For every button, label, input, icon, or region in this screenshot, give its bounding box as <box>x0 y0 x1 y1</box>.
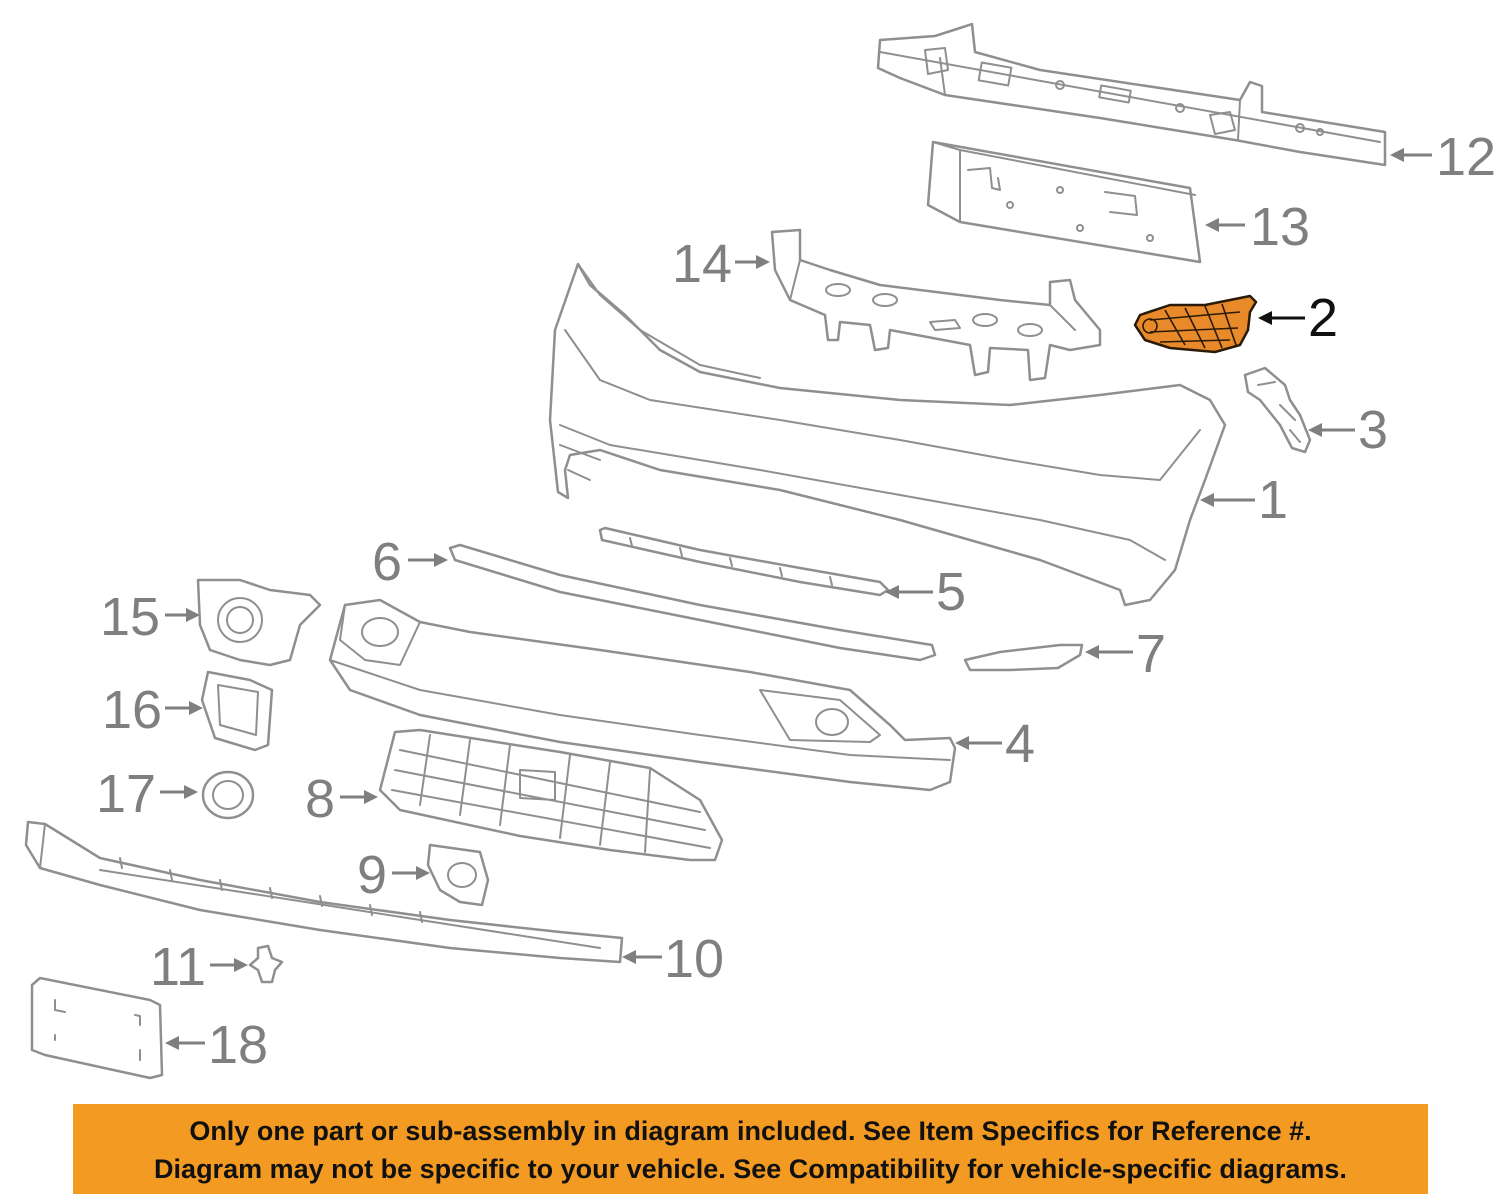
part-11-clip <box>248 944 284 984</box>
callout-numbers: 1 2 3 4 5 6 7 8 9 10 11 12 13 14 15 16 1… <box>96 127 1496 1075</box>
callout-4: 4 <box>1005 714 1035 774</box>
part-7-trim <box>963 643 1084 672</box>
callout-14: 14 <box>672 234 732 294</box>
part-17-ring <box>201 770 255 820</box>
part-9-fog-cover <box>426 843 490 907</box>
part-5-upper-strip <box>598 526 890 597</box>
notice-line-1: Only one part or sub-assembly in diagram… <box>189 1116 1312 1146</box>
part-12-reinforcement-bar <box>876 22 1387 167</box>
part-15-fog-bezel <box>196 578 322 667</box>
callout-12: 12 <box>1436 127 1496 187</box>
part-18-plate-bracket <box>30 976 164 1080</box>
callout-17: 17 <box>96 764 156 824</box>
callout-10: 10 <box>664 929 724 989</box>
parts-diagram: 1 2 3 4 5 6 7 8 9 10 11 12 13 14 15 16 1… <box>24 22 1496 1080</box>
callout-2-selected: 2 <box>1308 288 1338 348</box>
callout-5: 5 <box>936 562 966 622</box>
callout-3: 3 <box>1358 400 1388 460</box>
callout-6: 6 <box>372 532 402 592</box>
part-4-lower-fascia <box>328 598 957 792</box>
part-10-lower-valance <box>24 820 624 964</box>
callout-1: 1 <box>1258 470 1288 530</box>
callout-18: 18 <box>208 1015 268 1075</box>
notice-banner: Only one part or sub-assembly in diagram… <box>73 1104 1428 1194</box>
callout-8: 8 <box>305 769 335 829</box>
part-14-center-bracket <box>770 228 1102 382</box>
callout-15: 15 <box>100 587 160 647</box>
part-13-energy-absorber <box>926 140 1202 264</box>
notice-line-2: Diagram may not be specific to your vehi… <box>154 1154 1347 1184</box>
part-16-frame <box>200 670 274 752</box>
part-3-side-bracket <box>1243 366 1312 454</box>
part-8-grille <box>378 728 724 862</box>
callout-9: 9 <box>357 845 387 905</box>
part-2-bracket-highlighted <box>1133 294 1258 354</box>
part-1-bumper-cover <box>548 262 1227 607</box>
callout-7: 7 <box>1136 624 1166 684</box>
callout-leaders <box>160 148 1432 1050</box>
callout-16: 16 <box>102 680 162 740</box>
callout-13: 13 <box>1250 197 1310 257</box>
part-6-lower-strip <box>448 543 937 662</box>
callout-11: 11 <box>150 937 206 997</box>
